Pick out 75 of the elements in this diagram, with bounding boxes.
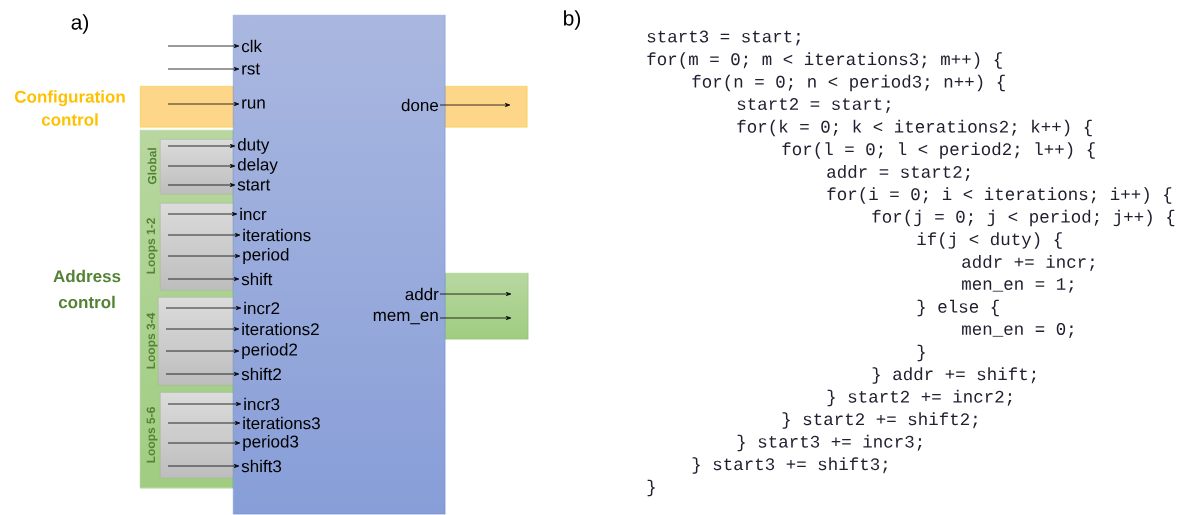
code-line: for(m = 0; m < iterations3; m++) { [647,52,1002,69]
port-label: iterations2 [242,322,319,336]
port-label: mem_en [373,311,438,325]
port-label: addr [405,287,439,301]
node-label: Address control [53,269,121,309]
node-label: Loops 1-2 [146,218,158,274]
port-label: period2 [242,343,298,359]
code-line: } start3 += incr3; [737,434,922,452]
arrow [165,306,242,310]
port-label: shift2 [241,367,281,381]
arrow [167,254,241,258]
code-line: } addr += shift; [872,367,1036,384]
code-line: for(n = 0; n < period3; n++) { [692,74,1005,92]
arrow [165,349,240,353]
code-line: } [647,479,655,497]
code-line: if(j < duty) { [917,232,1062,249]
port-label: duty [237,138,270,154]
arrow [167,233,241,237]
node-label: Loops 3-4 [146,312,158,369]
arrow [167,183,236,187]
code-line: addr = start2; [827,165,970,181]
code-line: start2 = start; [737,98,890,113]
arrow [167,441,241,445]
arrow [165,372,240,376]
node-label: Configuration control [14,90,125,126]
code-line: men_en = 1; [962,278,1073,293]
arrow [167,102,240,107]
port-label: delay [237,158,278,174]
port-label: done [401,98,439,112]
panel-label: a) [71,14,89,34]
port-label: start [237,179,271,191]
panel-label: b) [564,10,581,30]
arrow [167,277,240,281]
port-label: shift [241,272,273,286]
arrow [167,402,242,406]
signal-band [445,273,529,340]
arrow [439,316,512,320]
code-line: } start3 += shift3; [692,457,887,474]
port-label: incr2 [244,301,280,315]
port-label: incr [240,207,267,221]
port-label: incr3 [244,397,280,411]
code-line: } [917,344,925,362]
arrow [167,67,240,71]
code-line: } start2 += incr2; [827,389,1012,407]
port-label: iterations [243,228,311,242]
port-label: clk [241,39,262,53]
arrow [167,421,241,425]
port-label: iterations3 [243,416,320,430]
code-line: for(j = 0; j < period; j++) { [872,209,1175,227]
node-label: Loops 5-6 [146,407,158,463]
node-label: Global [147,148,157,185]
port-group-box: Loops 3-4 [146,297,234,386]
code-line: addr += incr; [962,255,1094,271]
arrow [167,212,238,216]
port-group-box: Loops 5-6 [146,392,234,479]
arrow [167,164,236,168]
arrow [167,144,236,148]
arrow [165,327,240,331]
port-label: period3 [243,435,299,451]
code-line: for(k = 0; k < iterations2; k++) { [737,119,1092,137]
arrow [439,103,511,108]
port-label: period [243,248,289,264]
code-line: for(l = 0; l < period2; l++) { [782,142,1095,159]
port-label: rst [242,63,260,75]
arrow [167,464,240,468]
port-group-box: Loops 1-2 [146,203,234,291]
code-line: } else { [917,299,999,317]
code-line: for(i = 0; i < iterations; i++) { [827,187,1172,204]
arrow [167,44,240,48]
port-label: shift3 [241,459,282,473]
code-line: start3 = start; [647,30,800,46]
code-line: } start2 += shift2; [782,412,977,429]
port-label: run [242,99,265,109]
code-line: men_en = 0; [962,323,1073,338]
arrow [439,292,512,296]
